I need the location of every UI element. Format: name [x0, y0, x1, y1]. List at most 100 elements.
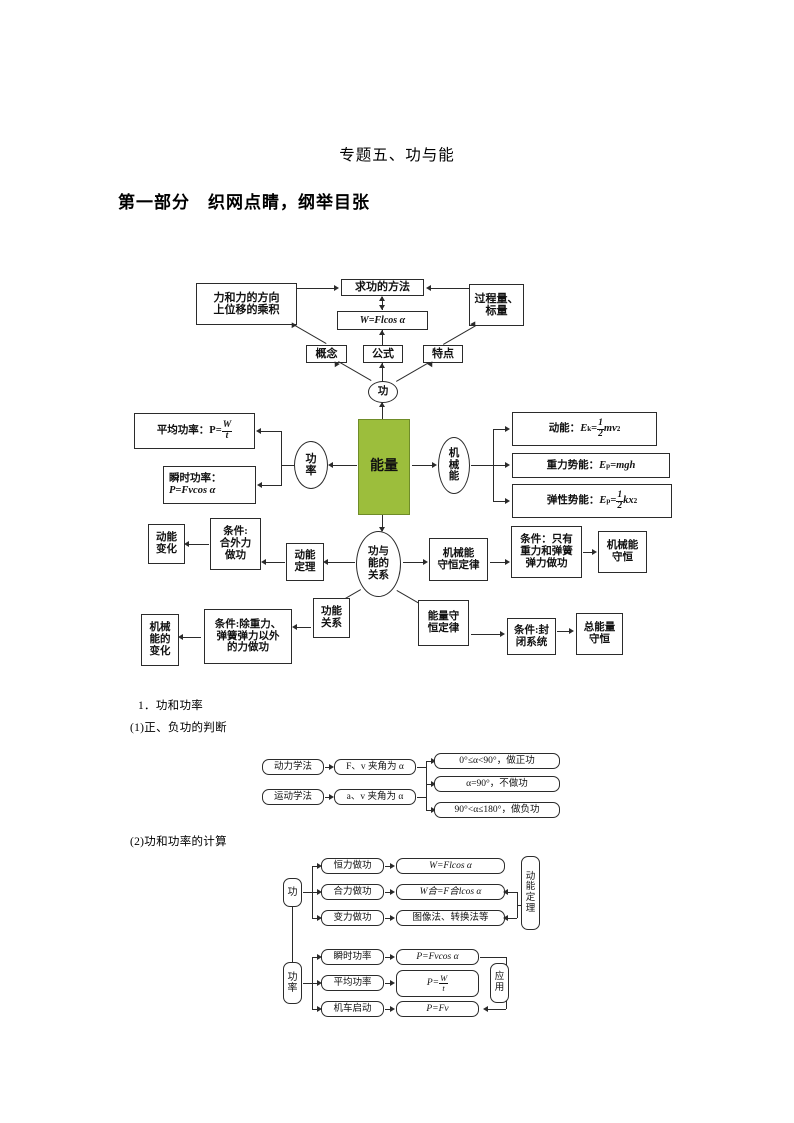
arrow — [483, 1006, 488, 1012]
fraction-numerator: W — [439, 973, 449, 984]
node-power-group: 功 率 — [283, 962, 302, 1004]
arrow — [379, 402, 385, 407]
node-positive-work-result: 0°≤α<90°，做正功 — [434, 753, 560, 769]
fraction-denominator: t — [442, 983, 445, 993]
arrow — [503, 915, 508, 921]
connector — [430, 288, 469, 289]
page-title: 专题五、功与能 — [339, 147, 455, 164]
formula-text: P=Fvcos α — [416, 951, 459, 962]
node-mech-conservation-law: 机械能 守恒定律 — [429, 538, 488, 581]
arrow — [500, 631, 505, 637]
connector — [493, 501, 507, 502]
kinetic-subscript: k — [587, 425, 592, 433]
node-resultant-force-work: 合力做功 — [321, 884, 384, 900]
node-negative-work-result: 90°<α≤180°，做负功 — [434, 802, 560, 818]
mech-node-line-1: 机 — [448, 447, 460, 459]
node-variable-force-formula: 图像法、转换法等 — [396, 910, 505, 926]
connector — [264, 562, 285, 563]
node-energy-conservation-law: 能量守 恒定律 — [418, 600, 469, 646]
node-kinematics-detail: a、v 夹角为 α — [334, 789, 416, 805]
node-mechanical-energy: 机 械 能 — [438, 437, 470, 494]
arrow — [261, 559, 266, 565]
connector — [385, 1009, 392, 1010]
kinetic-theorem-line-2: 定理 — [294, 562, 316, 573]
instant-power-line-2: P=Fvcos α — [169, 485, 216, 496]
application-line-1: 应 — [494, 972, 505, 983]
node-work-group: 功 — [283, 878, 302, 907]
gravity-symbol: E — [599, 459, 607, 471]
arrow — [317, 863, 322, 869]
connector — [506, 918, 517, 919]
node-work-energy-relation: 功与 能的 关系 — [356, 531, 401, 597]
connector — [382, 515, 383, 531]
arrow — [505, 462, 510, 468]
node-vehicle-start-formula: P=Fv — [396, 1001, 479, 1017]
arrow — [390, 915, 395, 921]
connector — [182, 637, 201, 638]
node-feature: 特点 — [423, 345, 463, 363]
average-power-eq: P= — [426, 978, 440, 989]
connector — [471, 634, 501, 635]
connector — [493, 465, 507, 466]
energy-cond-line-1: 条件:封 — [514, 624, 549, 636]
connector — [557, 631, 571, 632]
energy-rel-cond-line-3: 的力做功 — [227, 642, 269, 654]
energy-law-line-2: 恒定律 — [427, 623, 460, 634]
node-resultant-force-formula: W合=F合lcos α — [396, 884, 505, 900]
arrow — [328, 462, 333, 468]
kinetic-label: 动能： — [548, 423, 581, 435]
connector — [303, 983, 312, 984]
connector — [312, 918, 319, 919]
kinetic-exponent: 2 — [616, 425, 621, 433]
arrow — [505, 498, 510, 504]
arrow — [379, 305, 385, 310]
node-vehicle-start-label: 机车启动 — [321, 1001, 384, 1017]
connector — [471, 465, 493, 466]
kinetic-cond-line-1: 条件: — [223, 526, 248, 538]
fraction-numerator: 1 — [616, 489, 624, 502]
mech-law-line-1: 机械能 — [442, 547, 475, 559]
elastic-tail: kx — [623, 495, 634, 507]
fraction-numerator: 1 — [597, 417, 604, 430]
kinetic-cond-line-2: 合外力 — [219, 538, 252, 550]
section-1-title: 1．功和功率 — [138, 700, 204, 712]
node-power: 功 率 — [294, 441, 328, 489]
arrow — [379, 527, 385, 532]
arrow — [317, 980, 322, 986]
average-power-label: 平均功率：P= — [156, 425, 222, 437]
arrow — [256, 428, 261, 434]
work-formula-text: W=Flcos α — [359, 314, 406, 326]
power-node-line-2: 率 — [305, 465, 317, 477]
node-mech-condition: 条件：只有 重力和弹簧 弹力做功 — [511, 526, 582, 578]
node-kinetic-change: 动能 变化 — [148, 524, 185, 564]
connector — [480, 957, 506, 958]
node-energy-center: 能量 — [358, 419, 410, 515]
instant-power-line-1: 瞬时功率： — [169, 473, 222, 485]
elastic-exponent: 2 — [633, 497, 638, 505]
node-instant-power-label: 瞬时功率 — [321, 949, 384, 965]
arrow — [432, 462, 437, 468]
node-energy-relation: 功能 关系 — [313, 598, 350, 638]
connector — [385, 866, 392, 867]
node-kinetic-condition: 条件: 合外力 做功 — [210, 518, 261, 570]
mech-node-line-2: 械 — [448, 459, 460, 471]
theorem-line-4: 理 — [525, 903, 536, 914]
arrow — [431, 781, 436, 787]
node-kinetic-theorem: 动能 定理 — [286, 543, 324, 581]
gravity-label: 重力势能： — [546, 459, 600, 471]
connector — [382, 330, 383, 345]
mech-result-line-2: 守恒 — [612, 552, 633, 563]
connector — [385, 957, 392, 958]
theorem-line-3: 定 — [525, 893, 536, 903]
power-group-line-1: 功 — [287, 971, 298, 983]
node-method-of-work: 求功的方法 — [341, 279, 424, 296]
arrow — [390, 863, 395, 869]
mech-node-line-3: 能 — [448, 471, 460, 483]
node-instant-power-formula: P=Fvcos α — [396, 949, 479, 965]
connector — [490, 562, 507, 563]
connector — [261, 485, 282, 486]
connector — [331, 465, 357, 466]
arrow — [334, 285, 339, 291]
connector — [426, 810, 433, 811]
